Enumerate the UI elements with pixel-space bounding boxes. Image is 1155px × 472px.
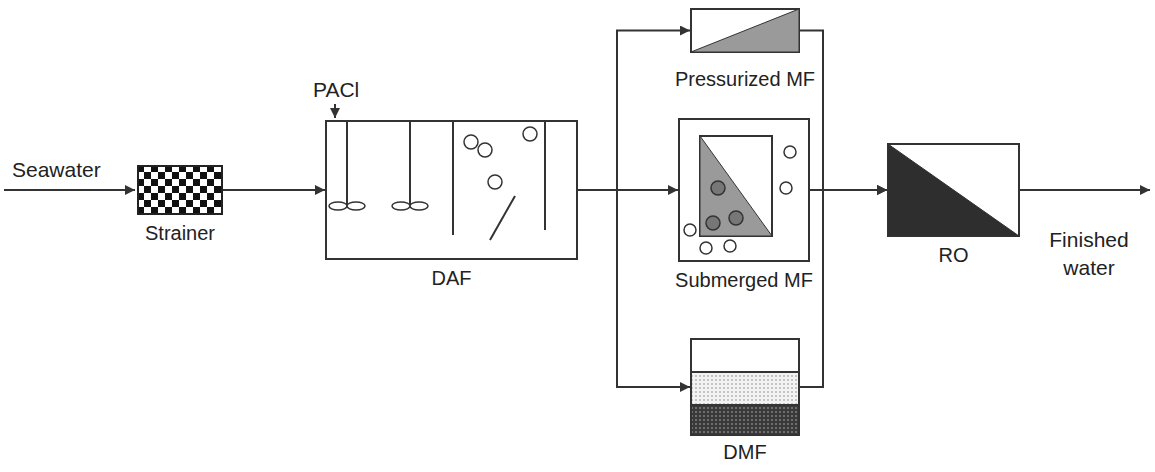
flow-connector [800, 31, 887, 191]
dosing-label: PACl [313, 76, 359, 104]
dmf-filter: DMF [690, 338, 800, 436]
inlet-arrow [4, 189, 135, 191]
dosing-arrow [334, 104, 336, 118]
flow-connector [578, 190, 690, 387]
node-caption: Strainer [145, 221, 215, 245]
node-caption: RO [939, 243, 969, 267]
strainer-box: Strainer [137, 165, 223, 215]
inlet-label: Seawater [12, 156, 101, 184]
node-shape [325, 120, 578, 260]
node-caption: Submerged MF [675, 268, 813, 292]
node-shape [137, 165, 223, 215]
pressurized-mf-module: Pressurized MF [690, 8, 800, 53]
daf-tank: DAF [325, 120, 578, 260]
flow-connector [800, 190, 887, 387]
node-shape [678, 118, 810, 262]
ro-module: RO [887, 143, 1020, 237]
outlet-arrow [1020, 189, 1150, 191]
node-caption: DMF [723, 440, 766, 464]
node-shape [887, 143, 1020, 237]
node-shape [690, 8, 800, 53]
flow-connector [578, 31, 690, 191]
node-caption: DAF [432, 266, 472, 290]
node-shape [690, 338, 800, 436]
flow-connector [223, 189, 325, 191]
node-caption: Pressurized MF [675, 67, 815, 91]
submerged-mf-tank: Submerged MF [678, 118, 810, 262]
outlet-label: Finished water [1030, 226, 1148, 282]
